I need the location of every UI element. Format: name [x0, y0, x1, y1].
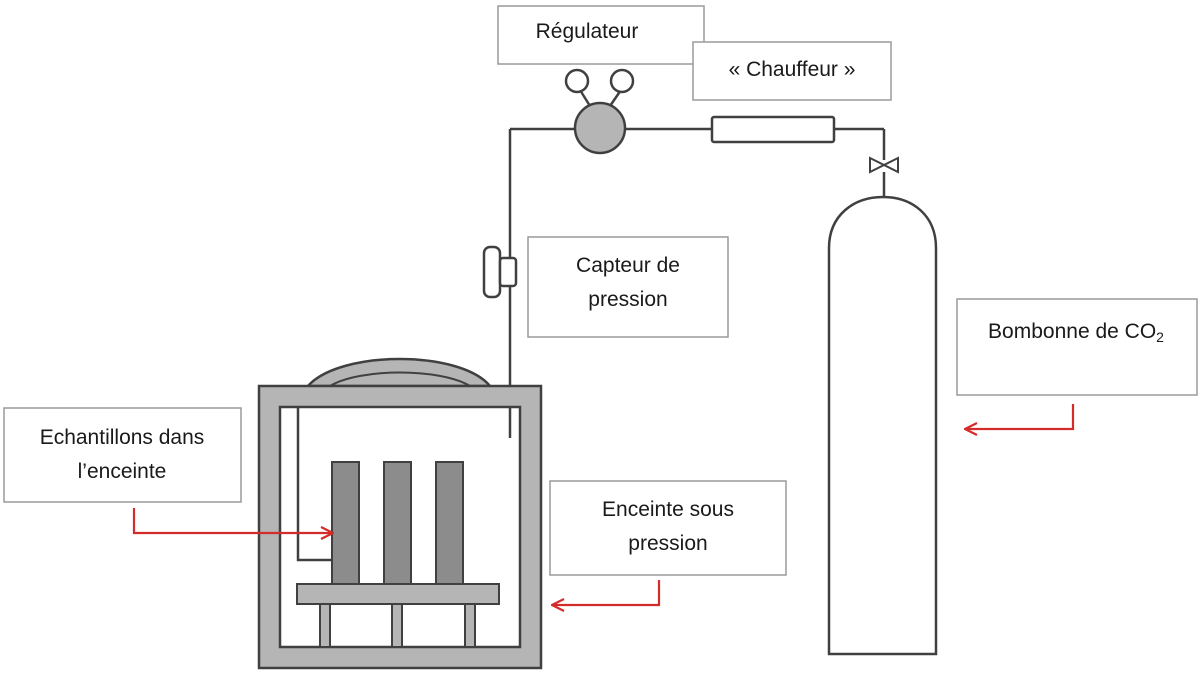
svg-text:pression: pression	[628, 532, 707, 555]
regulator	[564, 68, 635, 155]
svg-text:Bombonne de CO2: Bombonne de CO2	[988, 320, 1164, 345]
label-pressure-chamber: Enceinte sous pression	[549, 480, 787, 576]
arrow-pressure-chamber	[553, 580, 661, 605]
pressure-sensor	[482, 245, 518, 299]
regulator-left-gauge	[564, 68, 590, 94]
cylinder-valve	[869, 156, 899, 197]
label-samples: Echantillons dans l’enceinte	[3, 407, 242, 503]
arrow-samples	[132, 508, 332, 533]
shelf-leg-2	[391, 603, 403, 648]
arrow-co2-cylinder	[966, 404, 1075, 429]
sample-3	[435, 461, 464, 585]
shelf-leg-3	[464, 603, 476, 648]
svg-text:Echantillons dans: Echantillons dans	[40, 426, 205, 449]
svg-text:Régulateur: Régulateur	[536, 20, 639, 43]
heater	[710, 115, 836, 144]
pressure-chamber	[257, 357, 543, 670]
shelf-leg-1	[319, 603, 331, 648]
svg-text:« Chauffeur »: « Chauffeur »	[729, 58, 856, 81]
svg-text:Enceinte sous: Enceinte sous	[602, 498, 734, 521]
svg-text:l’enceinte: l’enceinte	[78, 460, 167, 483]
sample-2	[383, 461, 412, 585]
label-co2-cylinder: Bombonne de CO2	[956, 298, 1198, 396]
svg-text:pression: pression	[588, 288, 667, 311]
regulator-body	[573, 101, 627, 155]
label-heater: « Chauffeur »	[692, 41, 892, 101]
co2-cylinder	[827, 195, 938, 656]
label-pressure-sensor: Capteur de pression	[527, 236, 729, 338]
regulator-right-gauge	[609, 68, 635, 94]
label-regulator: Régulateur	[497, 5, 705, 65]
sample-1	[331, 461, 360, 585]
sample-shelf	[296, 583, 500, 605]
svg-text:Capteur de: Capteur de	[576, 254, 680, 277]
